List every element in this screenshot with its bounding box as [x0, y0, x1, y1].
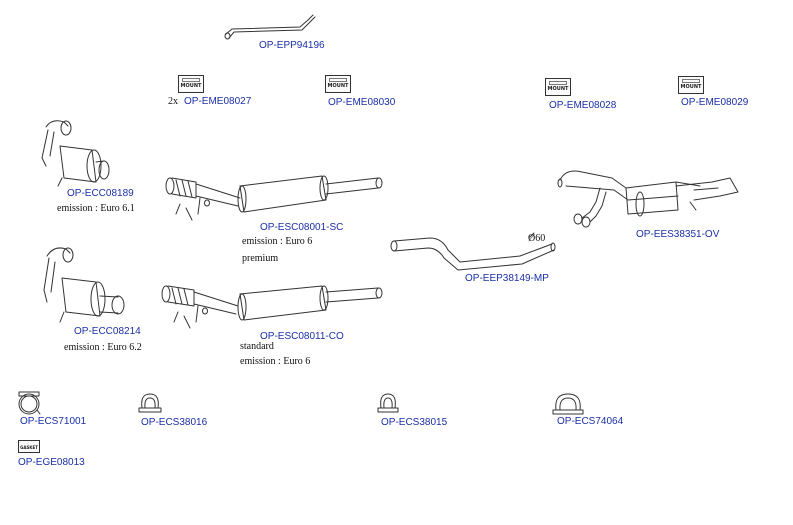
clamp1-drawing: [18, 391, 41, 415]
front-silencer2-note2: emission : Euro 6: [240, 356, 311, 367]
rear-silencer-label[interactable]: OP-EES38351-OV: [636, 229, 720, 240]
mount2-tag: MOUNT: [325, 75, 351, 93]
clamp2-label[interactable]: OP-ECS38016: [141, 417, 208, 428]
mount4-label[interactable]: OP-EME08029: [681, 97, 749, 108]
mount1-tag: MOUNT: [178, 75, 204, 93]
clamp3-label[interactable]: OP-ECS38015: [381, 417, 448, 428]
front-silencer1-label[interactable]: OP-ESC08001-SC: [260, 222, 344, 233]
front-silencer2-drawing: [161, 285, 383, 329]
front-silencer2-note1: standard: [240, 341, 274, 352]
middle-pipe-drawing: [390, 232, 556, 271]
middle-pipe-diameter: Ø60: [528, 233, 546, 244]
clamp1-label[interactable]: OP-ECS71001: [20, 416, 87, 427]
clamp3-drawing: [377, 393, 399, 413]
mount2-label[interactable]: OP-EME08030: [328, 97, 396, 108]
front-silencer1-note1: emission : Euro 6: [242, 236, 313, 247]
clamp4-drawing: [552, 393, 584, 415]
clamp2-drawing: [138, 393, 162, 413]
dpf1-drawing: [41, 120, 110, 187]
mount1-qty: 2x: [168, 96, 178, 107]
tailpipe-label[interactable]: OP-EPP94196: [259, 40, 325, 51]
dpf2-label[interactable]: OP-ECC08214: [74, 326, 141, 337]
gasket-tag: GASKET: [18, 440, 40, 453]
mount3-tag: MOUNT: [545, 78, 571, 96]
dpf1-label[interactable]: OP-ECC08189: [67, 188, 134, 199]
dpf2-drawing: [43, 247, 125, 323]
front-silencer2-label[interactable]: OP-ESC08011-CO: [260, 331, 344, 342]
middle-pipe-label[interactable]: OP-EEP38149-MP: [465, 273, 549, 284]
gasket-label[interactable]: OP-EGE08013: [18, 457, 85, 468]
dpf2-note: emission : Euro 6.2: [64, 342, 142, 353]
tailpipe-drawing: [224, 14, 316, 40]
mount4-tag: MOUNT: [678, 76, 704, 94]
front-silencer1-drawing: [165, 175, 383, 221]
rear-silencer-drawing: [557, 170, 739, 228]
dpf1-note: emission : Euro 6.1: [57, 203, 135, 214]
clamp4-label[interactable]: OP-ECS74064: [557, 416, 624, 427]
mount1-label[interactable]: OP-EME08027: [184, 96, 252, 107]
front-silencer1-note2: premium: [242, 253, 279, 264]
mount3-label[interactable]: OP-EME08028: [549, 100, 617, 111]
